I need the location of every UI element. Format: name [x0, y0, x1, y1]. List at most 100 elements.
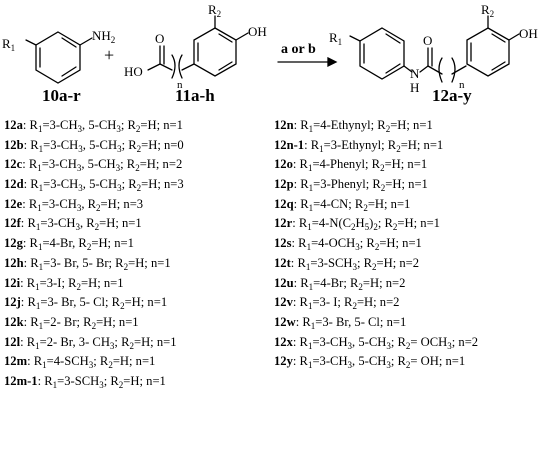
compound-substituents: : R1=3- I; R2=H; n=2	[292, 295, 400, 312]
compound-id: 12e	[4, 196, 23, 211]
product-n-subscript: n	[459, 79, 465, 91]
compound-entry: 12y: R1=3-CH3, 5-CH3; R2= OH; n=1	[274, 354, 478, 374]
compound-entry: 12r: R1=4-N(C2H5)2; R2=H; n=1	[274, 216, 478, 236]
compound-substituents: : R1=3-Ethynyl; R2=H; n=1	[304, 137, 444, 154]
compound-id: 12k	[4, 314, 24, 329]
compound-substituents: : R1=3-Phenyl; R2=H; n=1	[293, 177, 428, 194]
compound-entry: 12w: R1=3- Br, 5- Cl; n=1	[274, 315, 478, 335]
compound-id: 12g	[4, 236, 23, 251]
compound-id: 12q	[274, 196, 294, 211]
compound-substituents: : R1=3-CH3, R2=H; n=3	[22, 196, 144, 213]
compound-entry: 12q: R1=4-CN; R2=H; n=1	[274, 197, 478, 217]
compound-id: 12y	[274, 354, 293, 369]
compound-substituents: : R1=4-Ethynyl; R2=H; n=1	[293, 118, 433, 134]
compound-substituents: : R1=4-OCH3; R2=H; n=1	[291, 236, 422, 253]
compound-id: 12c	[4, 157, 23, 172]
aniline-ring	[25, 31, 93, 84]
compound-id: 12m	[4, 354, 28, 369]
compound-id: 12b	[4, 137, 24, 152]
compound-substituents: : R1=4-N(C2H5)2; R2=H; n=1	[292, 216, 440, 233]
compound-substituents: : R1=3-CH3, 5-CH3; R2=H; n=0	[23, 137, 184, 154]
compound-entry: 12t: R1=3-SCH3; R2=H; n=2	[274, 256, 478, 276]
reagent-10-label: 10a-r	[42, 86, 81, 105]
compound-substituents: : R1=2- Br, 3- CH3; R2=H; n=1	[20, 334, 177, 351]
compound-substituents: : R1=4-SCH3; R2=H; n=1	[27, 354, 156, 371]
acid-oh-label: OH	[248, 24, 267, 39]
phenol-acid-structure	[147, 15, 249, 79]
compound-substituents: : R1=4-Br, R2=H; n=1	[22, 236, 134, 253]
compound-id: 12w	[274, 314, 296, 329]
product-h-label: H	[410, 80, 420, 95]
compound-substituents: : R1=4-Br; R2=H; n=2	[293, 275, 406, 292]
compound-substituents: : R1=3-CH3, 5-CH3; R2=H; n=2	[22, 157, 183, 174]
compound-entry: 12g: R1=4-Br, R2=H; n=1	[4, 236, 184, 256]
reagent-11-label: 11a-h	[175, 86, 215, 105]
compound-substituents: : R1=3-CH3, R2=H; n=1	[20, 216, 142, 233]
compound-entry: 12f: R1=3-CH3, R2=H; n=1	[4, 216, 184, 236]
compound-entry: 12d: R1=3-CH3, 5-CH3; R2=H; n=3	[4, 177, 184, 197]
amine-nh2-label: NH2	[92, 28, 116, 45]
aniline-r1-label: R1	[2, 36, 16, 53]
compound-substituents: : R1=3-I; R2=H; n=1	[20, 275, 124, 292]
compound-entry: 12l: R1=2- Br, 3- CH3; R2=H; n=1	[4, 335, 184, 355]
reaction-arrow	[277, 56, 338, 68]
compound-entry: 12e: R1=3-CH3, R2=H; n=3	[4, 197, 184, 217]
compound-entry: 12o: R1=4-Phenyl; R2=H; n=1	[274, 157, 478, 177]
compound-entry: 12v: R1=3- I; R2=H; n=2	[274, 295, 478, 315]
compound-id: 12l	[4, 334, 21, 349]
compound-id: 12x	[274, 334, 293, 349]
compound-id: 12s	[274, 236, 292, 251]
product-carbonyl-o-label: O	[423, 33, 433, 48]
compound-id: 12n	[274, 118, 294, 132]
compound-substituents: : R1=3- Br, 5- Br; R2=H; n=1	[23, 255, 171, 272]
compound-entry: 12m: R1=4-SCH3; R2=H; n=1	[4, 354, 184, 374]
acid-carbonyl-o-label: O	[155, 31, 165, 46]
product-structure	[349, 15, 520, 83]
compound-id: 12r	[274, 216, 293, 231]
compound-entry: 12j: R1=3- Br, 5- Cl; R2=H; n=1	[4, 295, 184, 315]
product-n-label: N	[410, 66, 420, 81]
compound-substituents: : R1=3-SCH3; R2=H; n=1	[37, 373, 166, 390]
compound-entry: 12b: R1=3-CH3, 5-CH3; R2=H; n=0	[4, 138, 184, 158]
compound-entry: 12i: R1=3-I; R2=H; n=1	[4, 276, 184, 296]
compound-id: 12n-1	[274, 137, 305, 152]
acid-r2-label: R2	[208, 2, 222, 19]
compound-substituents: : R1=3- Br, 5- Cl; n=1	[295, 314, 407, 331]
compound-entry: 12n-1: R1=3-Ethynyl; R2=H; n=1	[274, 138, 478, 158]
compound-substituents: : R1=3-CH3, 5-CH3; R2= OCH3; n=2	[292, 334, 479, 351]
compound-id: 12h	[4, 255, 24, 270]
compound-id: 12m-1	[4, 373, 38, 388]
compound-entry: 12n: R1=4-Ethynyl; R2=H; n=1	[274, 118, 478, 138]
compound-substituents: : R1=3-CH3, 5-CH3; R2=H; n=3	[23, 177, 184, 194]
compound-id: 12u	[274, 275, 294, 290]
plus-sign: +	[104, 45, 115, 65]
compound-substituents: : R1=3-SCH3; R2=H; n=2	[290, 255, 420, 272]
compound-substituents: : R1=3- Br, 5- Cl; R2=H; n=1	[20, 295, 168, 312]
reaction-conditions: a or b	[281, 42, 316, 57]
compound-entry: 12c: R1=3-CH3, 5-CH3; R2=H; n=2	[4, 157, 184, 177]
compound-substituents: : R1=4-Phenyl; R2=H; n=1	[292, 157, 428, 174]
compound-entry: 12p: R1=3-Phenyl; R2=H; n=1	[274, 177, 478, 197]
compound-entry: 12m-1: R1=3-SCH3; R2=H; n=1	[4, 374, 184, 394]
compound-id: 12t	[274, 255, 291, 270]
compound-id: 12d	[4, 177, 24, 192]
compound-id: 12a	[4, 118, 23, 132]
product-oh-label: OH	[519, 26, 538, 41]
compound-substituents: : R1=3-CH3, 5-CH3; R2= OH; n=1	[292, 354, 466, 371]
product-12-label: 12a-y	[432, 86, 472, 105]
compound-substituents: : R1=2- Br; R2=H; n=1	[23, 314, 139, 331]
compound-id: 12f	[4, 216, 21, 231]
compound-entry: 12x: R1=3-CH3, 5-CH3; R2= OCH3; n=2	[274, 335, 478, 355]
compound-id: 12i	[4, 275, 21, 290]
compound-entry: 12a: R1=3-CH3, 5-CH3; R2=H; n=1	[4, 118, 184, 138]
compound-substituents: : R1=3-CH3, 5-CH3; R2=H; n=1	[22, 118, 183, 134]
product-r2-label: R2	[481, 2, 495, 19]
compound-id: 12p	[274, 177, 294, 192]
compound-entry: 12u: R1=4-Br; R2=H; n=2	[274, 276, 478, 296]
compound-entry: 12k: R1=2- Br; R2=H; n=1	[4, 315, 184, 335]
acid-n-subscript: n	[177, 79, 183, 91]
acid-ho-label: HO	[124, 64, 143, 79]
compound-entry: 12s: R1=4-OCH3; R2=H; n=1	[274, 236, 478, 256]
